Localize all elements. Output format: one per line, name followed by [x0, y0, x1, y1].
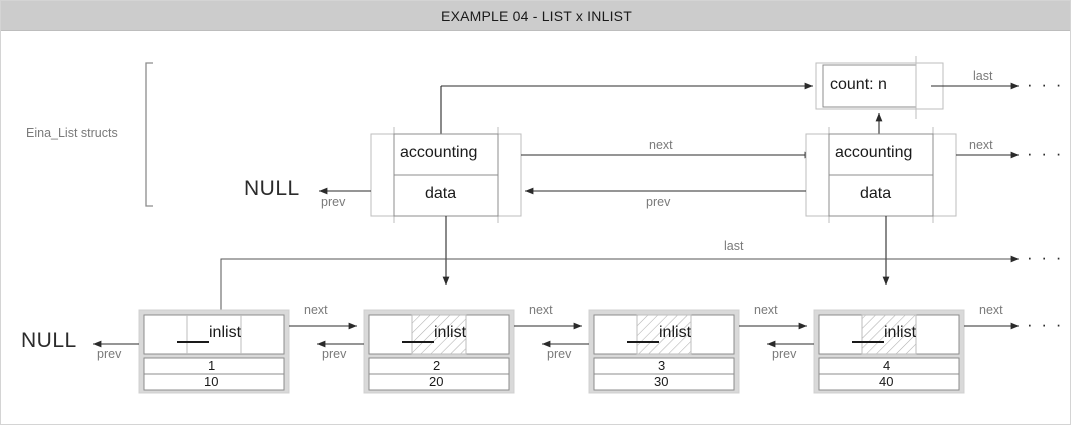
- inlist-node-2-next-label: next: [529, 303, 553, 317]
- count-in-arrow: [440, 82, 814, 140]
- list-node-2-next-label: next: [969, 138, 993, 152]
- inlist-node-1-prev-label: prev: [97, 347, 122, 361]
- null-label-top: NULL: [244, 177, 300, 200]
- last-link-label: last: [724, 239, 744, 253]
- inlist-node-2-prev-label: prev: [322, 347, 347, 361]
- inlist-node-4-cell-label: inlist: [884, 324, 917, 341]
- list-node-1-prev-label: prev: [321, 195, 346, 209]
- inlist-node-3-value2: 30: [654, 374, 669, 389]
- list-node-1-data-label: data: [425, 185, 457, 202]
- inlist-node-3-prev-label: prev: [547, 347, 572, 361]
- inlist-node-3-cell-label: inlist: [659, 324, 692, 341]
- legend: the content of this pointer is invalid.: [10, 417, 1063, 424]
- inlist-node-2-value2: 20: [429, 374, 444, 389]
- list-node-1-accounting-label: accounting: [400, 144, 478, 161]
- list-node-1-box: [370, 127, 522, 223]
- inlist-node-1-cell-label: inlist: [209, 324, 242, 341]
- inlist-node-1-value1: 1: [208, 358, 216, 373]
- count-box: [815, 56, 944, 119]
- page-title: EXAMPLE 04 - LIST x INLIST: [441, 7, 632, 24]
- inlist-node-3-box: [588, 309, 740, 394]
- inlist-node-4-prev-label: prev: [772, 347, 797, 361]
- inlist-node-2-cell-label: inlist: [434, 324, 467, 341]
- list-node-2-next-ellipsis: · · ·: [1027, 144, 1064, 163]
- count-last-ellipsis: · · ·: [1027, 75, 1064, 94]
- list-node-2-accounting-label: accounting: [835, 144, 913, 161]
- null-label-bottom: NULL: [21, 329, 77, 352]
- list-node-2-box: [805, 127, 957, 223]
- inlist-node-2-box: [363, 309, 515, 394]
- inlist-node-4-next-label: next: [979, 303, 1003, 317]
- count-label: count: n: [830, 76, 887, 93]
- eina-list-bracket-label: Eina_List structs: [26, 126, 118, 140]
- inlist-node-3-next-label: next: [754, 303, 778, 317]
- title-bar: EXAMPLE 04 - LIST x INLIST: [1, 1, 1070, 31]
- inlist-node-4-value2: 40: [879, 374, 894, 389]
- inlist-node-1-next-label: next: [304, 303, 328, 317]
- inlist-node-3-value1: 3: [658, 358, 666, 373]
- inlist-node-1-value2: 10: [204, 374, 219, 389]
- list-node-2-prev-label: prev: [646, 195, 671, 209]
- inlist-node-4-next-ellipsis: · · ·: [1027, 315, 1064, 334]
- inlist-node-1-box: [138, 309, 290, 394]
- diagram-svg: [92, 56, 1020, 394]
- list-node-1-next-label: next: [649, 138, 673, 152]
- inlist-node-4-value1: 4: [883, 358, 891, 373]
- list-node-2-data-label: data: [860, 185, 892, 202]
- inlist-node-2-value1: 2: [433, 358, 441, 373]
- count-last-label: last: [973, 69, 993, 83]
- inlist-node-4-box: [813, 309, 965, 394]
- last-link-ellipsis: · · ·: [1027, 248, 1064, 267]
- eina-list-bracket: [145, 62, 153, 207]
- diagram-canvas: Eina_List structs count: n last · · · ac…: [1, 31, 1070, 424]
